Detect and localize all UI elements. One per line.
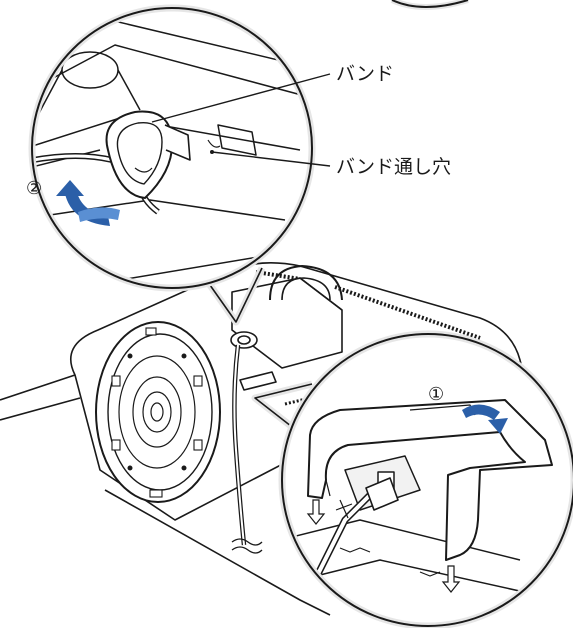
step-1-marker: ①	[428, 384, 444, 405]
curved-arrow-icon	[462, 404, 500, 420]
leader-line-band-hole	[211, 151, 331, 167]
down-arrow-icon	[441, 565, 461, 593]
callout-connector-bottom	[251, 380, 313, 433]
detail-circle-bottom	[278, 330, 573, 628]
detail-circle-top	[28, 4, 316, 292]
stand-base	[95, 321, 221, 503]
callout-connector-top	[202, 266, 266, 326]
label-band: バンド	[336, 63, 394, 85]
curved-arrow-tail	[56, 180, 84, 196]
leader-line-band	[151, 73, 331, 123]
top-circle-fragment	[390, 0, 469, 10]
step-2-marker: ②	[26, 178, 42, 199]
down-arrow-icon	[306, 499, 326, 525]
label-band-hole: バンド通し穴	[336, 156, 451, 178]
cable-break-mark	[231, 538, 263, 554]
